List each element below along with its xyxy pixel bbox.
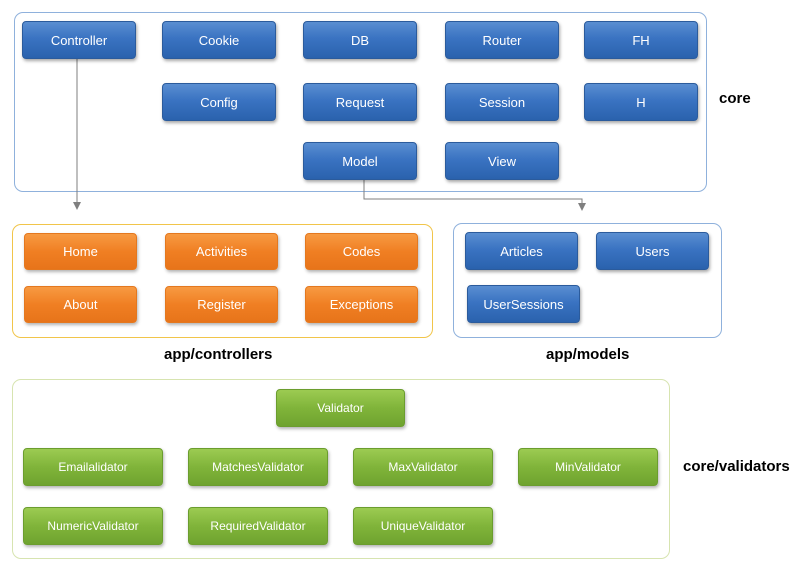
config-button[interactable]: Config — [162, 83, 276, 121]
codes-button[interactable]: Codes — [305, 233, 418, 270]
articles-button[interactable]: Articles — [465, 232, 578, 270]
numericvalidator-button[interactable]: NumericValidator — [23, 507, 163, 545]
uniquevalidator-button[interactable]: UniqueValidator — [353, 507, 493, 545]
controllers-label: app/controllers — [164, 346, 273, 363]
register-button[interactable]: Register — [165, 286, 278, 323]
users-button[interactable]: Users — [596, 232, 709, 270]
request-button[interactable]: Request — [303, 83, 417, 121]
h-button[interactable]: H — [584, 83, 698, 121]
cookie-button[interactable]: Cookie — [162, 21, 276, 59]
core-label: core — [719, 90, 751, 107]
about-button[interactable]: About — [24, 286, 137, 323]
model-button[interactable]: Model — [303, 142, 417, 180]
exceptions-button[interactable]: Exceptions — [305, 286, 418, 323]
model-to-models-arrow — [363, 180, 586, 211]
emailalidator-button[interactable]: Emailalidator — [23, 448, 163, 486]
view-button[interactable]: View — [445, 142, 559, 180]
fh-button[interactable]: FH — [584, 21, 698, 59]
session-button[interactable]: Session — [445, 83, 559, 121]
validator-button[interactable]: Validator — [276, 389, 405, 427]
router-button[interactable]: Router — [445, 21, 559, 59]
home-button[interactable]: Home — [24, 233, 137, 270]
maxvalidator-button[interactable]: MaxValidator — [353, 448, 493, 486]
controller-button[interactable]: Controller — [22, 21, 136, 59]
models-label: app/models — [546, 346, 630, 363]
requiredvalidator-button[interactable]: RequiredValidator — [188, 507, 328, 545]
usersessions-button[interactable]: UserSessions — [467, 285, 580, 323]
db-button[interactable]: DB — [303, 21, 417, 59]
activities-button[interactable]: Activities — [165, 233, 278, 270]
minvalidator-button[interactable]: MinValidator — [518, 448, 658, 486]
validators-label: core/validators — [683, 458, 790, 475]
matchesvalidator-button[interactable]: MatchesValidator — [188, 448, 328, 486]
